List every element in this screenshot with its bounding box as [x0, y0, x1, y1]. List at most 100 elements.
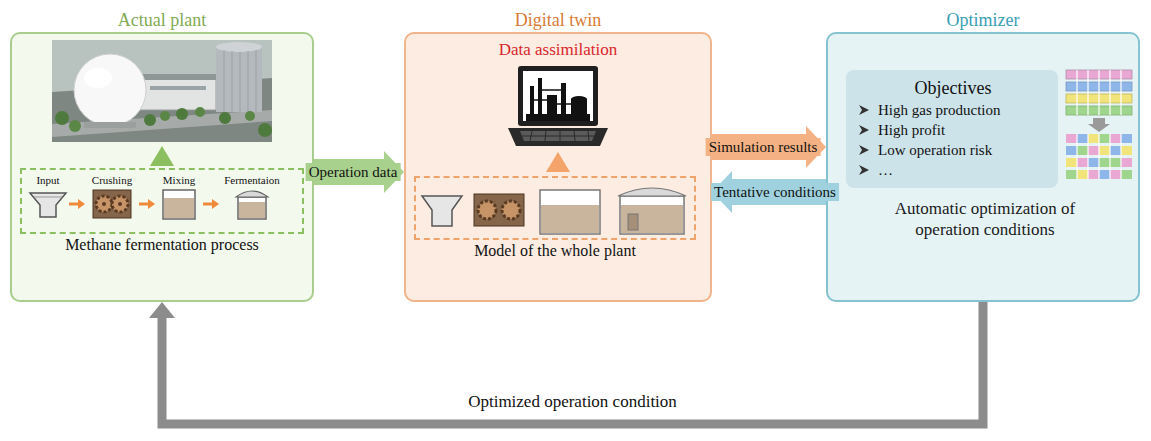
solution-grid-icon	[1088, 134, 1099, 143]
process-step: Mixing	[156, 174, 202, 221]
bullet-marker	[858, 164, 870, 176]
laptop-icon	[522, 131, 594, 141]
solution-grid-icon	[1110, 134, 1121, 143]
link-triangle	[546, 152, 570, 172]
solution-grid-icon	[1121, 170, 1132, 179]
bullet-marker	[859, 125, 869, 135]
solution-grid-icon	[1077, 134, 1088, 143]
plant-photo	[74, 54, 146, 126]
panel-fill	[826, 32, 1140, 302]
panel-fill	[404, 32, 712, 302]
plant-photo	[224, 50, 256, 112]
solution-grid-icon	[1099, 170, 1110, 179]
panel-title: Optimizer	[828, 9, 1138, 31]
plant-model-icons	[628, 214, 638, 230]
bullet-item: Low operation risk	[878, 140, 992, 160]
panel-subtitle: Data assimilation	[406, 40, 710, 60]
plant-photo	[84, 122, 136, 128]
plant-model-icons	[618, 188, 686, 196]
twin-panel: Digital twinData assimilationModel of th…	[404, 32, 712, 302]
process-arrow	[69, 203, 78, 206]
edge-label: Simulation results	[706, 138, 821, 156]
plant-photo	[52, 40, 272, 142]
solution-grid-icon	[1088, 146, 1099, 155]
laptop-icon	[518, 66, 598, 126]
plant-model-icons	[502, 201, 520, 219]
solution-grid-icon	[1077, 70, 1121, 179]
plant-model-icons	[540, 190, 600, 234]
plant-photo	[258, 123, 272, 137]
laptop-icon	[508, 128, 608, 146]
plant-model-icons	[422, 196, 462, 226]
bullet-marker	[858, 104, 870, 116]
step-label: Input	[28, 174, 68, 187]
panel-title: Actual plant	[12, 9, 312, 31]
solution-grid-icon	[1088, 158, 1099, 167]
laptop-icon	[534, 90, 571, 104]
bullet-marker	[858, 124, 870, 136]
laptop-icon	[523, 71, 593, 121]
step-label: Mixing	[156, 174, 202, 187]
plant-photo	[140, 74, 216, 80]
plant-model-icons	[541, 205, 599, 233]
solution-grid-icon	[1088, 170, 1099, 179]
icon-space	[220, 187, 284, 221]
plant-photo	[140, 78, 216, 110]
group-caption: Model of the whole plant	[416, 241, 694, 260]
objectives-box: ObjectivesHigh gas productionHigh profit…	[846, 70, 1058, 188]
bullet-row: High gas production	[858, 100, 1048, 120]
step-label: Fermentaion	[220, 174, 284, 187]
bullet-row: …	[858, 160, 1048, 180]
plant-photo	[195, 107, 205, 117]
edge-label: Optimized operation condition	[465, 392, 680, 412]
model-group: Model of the whole plant	[414, 176, 696, 240]
bullet-item: …	[878, 160, 893, 180]
icon-space	[156, 187, 202, 221]
process-step: Input	[28, 174, 68, 221]
step-icon	[30, 193, 66, 217]
solution-grid-icon	[1088, 118, 1110, 132]
plant-photo	[84, 68, 112, 88]
box-heading: Objectives	[858, 76, 1048, 100]
plant-photo	[150, 86, 206, 90]
laptop-icon	[508, 66, 608, 146]
solution-grid-icon	[1110, 146, 1121, 155]
process-step: Crushing	[86, 174, 138, 221]
plant-photo	[245, 111, 255, 121]
plant-photo	[69, 120, 81, 132]
panel-fill	[10, 32, 1140, 302]
laptop-icon	[526, 114, 590, 121]
solution-grid-icon	[1066, 70, 1132, 179]
solution-grid-icon	[1077, 170, 1088, 179]
solution-grid-icon	[1121, 158, 1132, 167]
step-label: Crushing	[86, 174, 138, 187]
plant-photo	[216, 42, 262, 52]
step-icon	[93, 190, 131, 218]
plant-photo	[219, 112, 231, 124]
icon-space	[86, 187, 138, 221]
group-caption: Methane fermentation process	[22, 235, 302, 254]
solution-grid-icon	[1066, 134, 1077, 143]
edge-label: Tentative conditions	[711, 183, 839, 201]
bullet-marker	[859, 165, 869, 175]
plant-model-icons	[621, 205, 683, 233]
plant-photo	[216, 46, 262, 112]
step-icon	[163, 190, 195, 219]
process-step: Fermentaion	[220, 174, 284, 221]
process-group: Methane fermentation processInputCrushin…	[20, 168, 304, 234]
panel-title: Digital twin	[406, 9, 710, 31]
plant-photo	[160, 111, 170, 121]
bullet-item: High gas production	[878, 100, 1000, 120]
plant-panel: Actual plantMethane fermentation process…	[10, 32, 314, 302]
plant-photo	[52, 40, 272, 142]
plant-photo	[176, 108, 188, 120]
bullet-item: High profit	[878, 120, 945, 140]
solution-grid-icon	[1077, 158, 1088, 167]
step-icon	[236, 191, 268, 219]
step-icon	[30, 190, 268, 219]
plant-model-icons	[620, 196, 684, 234]
solution-grid-icon	[1099, 146, 1110, 155]
plant-photo	[55, 111, 69, 125]
solution-grid-icon	[1066, 158, 1077, 167]
icon-space	[28, 187, 68, 221]
